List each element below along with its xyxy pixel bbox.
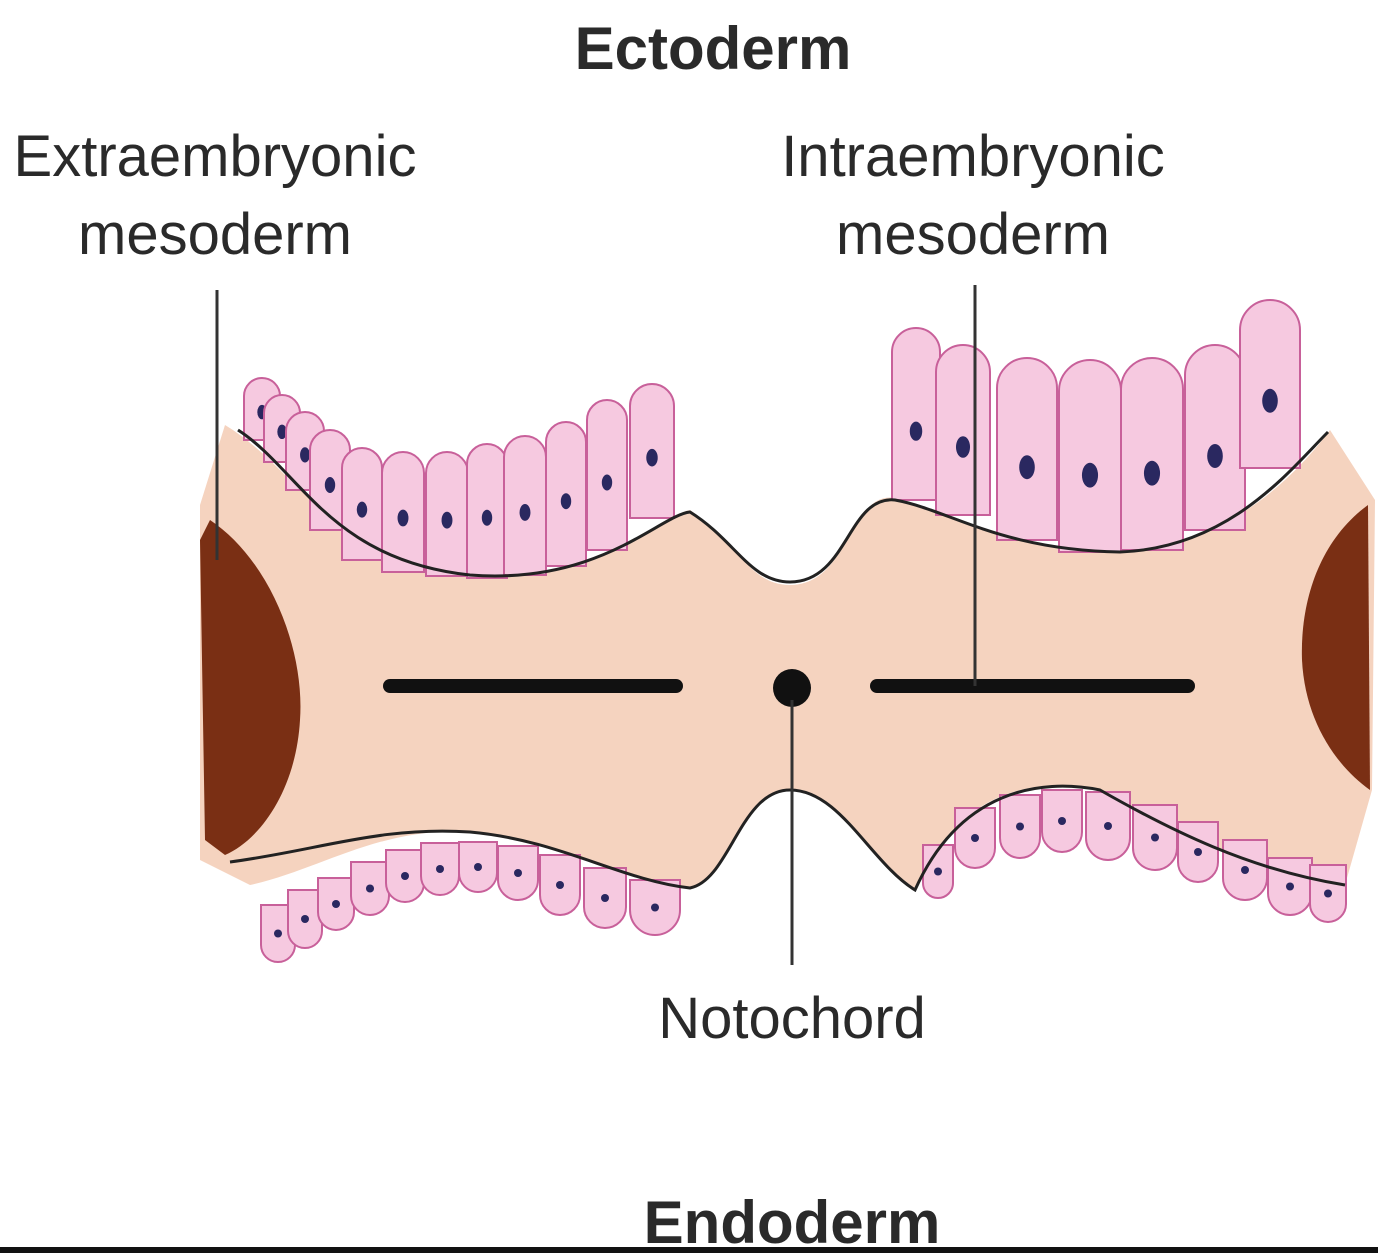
nucleus xyxy=(1286,883,1294,891)
nucleus xyxy=(301,915,309,923)
nucleus xyxy=(1324,890,1332,898)
nucleus xyxy=(366,885,374,893)
ectoderm-cell xyxy=(1121,358,1183,550)
nucleus xyxy=(1207,444,1223,468)
nucleus xyxy=(520,504,531,521)
nucleus xyxy=(1262,389,1278,413)
nucleus xyxy=(1016,823,1024,831)
nucleus xyxy=(556,881,564,889)
nucleus xyxy=(1194,848,1202,856)
nucleus xyxy=(956,436,970,458)
nucleus xyxy=(1019,455,1035,479)
nucleus xyxy=(1144,461,1160,486)
nucleus xyxy=(602,475,612,491)
nucleus xyxy=(332,900,340,908)
intraembryonic-label-line1: Intraembryonic xyxy=(781,118,1165,196)
nucleus xyxy=(482,510,492,526)
extraembryonic-label-line1: Extraembryonic xyxy=(14,118,417,196)
nucleus xyxy=(357,502,367,518)
nucleus xyxy=(274,930,282,938)
intraembryonic-label-line2: mesoderm xyxy=(781,196,1165,274)
extraembryonic-mesoderm-label: Extraembryonic mesoderm xyxy=(14,118,417,274)
nucleus xyxy=(971,834,979,842)
nucleus xyxy=(1058,817,1066,825)
nucleus xyxy=(651,904,659,912)
nucleus xyxy=(934,868,942,876)
nucleus xyxy=(910,422,922,441)
nucleus xyxy=(1151,834,1159,842)
nucleus xyxy=(442,512,453,529)
ectoderm-cell xyxy=(997,358,1057,540)
nucleus xyxy=(1104,822,1112,830)
nucleus xyxy=(646,449,657,467)
ectoderm-cell xyxy=(892,328,940,500)
nucleus xyxy=(1082,463,1098,488)
ectoderm-cell xyxy=(1185,345,1245,530)
nucleus xyxy=(561,493,571,509)
nucleus xyxy=(401,872,409,880)
extraembryonic-label-line2: mesoderm xyxy=(14,196,417,274)
intraembryonic-mesoderm-label: Intraembryonic mesoderm xyxy=(781,118,1165,274)
notochord-label: Notochord xyxy=(658,980,926,1058)
ectoderm-cell xyxy=(1240,300,1300,468)
nucleus xyxy=(436,865,444,873)
nucleus xyxy=(601,894,609,902)
nucleus xyxy=(300,447,310,462)
nucleus xyxy=(514,869,522,877)
nucleus xyxy=(1241,866,1249,874)
ectoderm-label: Ectoderm xyxy=(575,14,852,83)
nucleus xyxy=(398,510,409,527)
nucleus xyxy=(474,863,482,871)
bottom-border xyxy=(0,1247,1378,1253)
ectoderm-cell xyxy=(936,345,990,515)
nucleus xyxy=(325,477,335,493)
ectoderm-cell xyxy=(1059,360,1121,552)
